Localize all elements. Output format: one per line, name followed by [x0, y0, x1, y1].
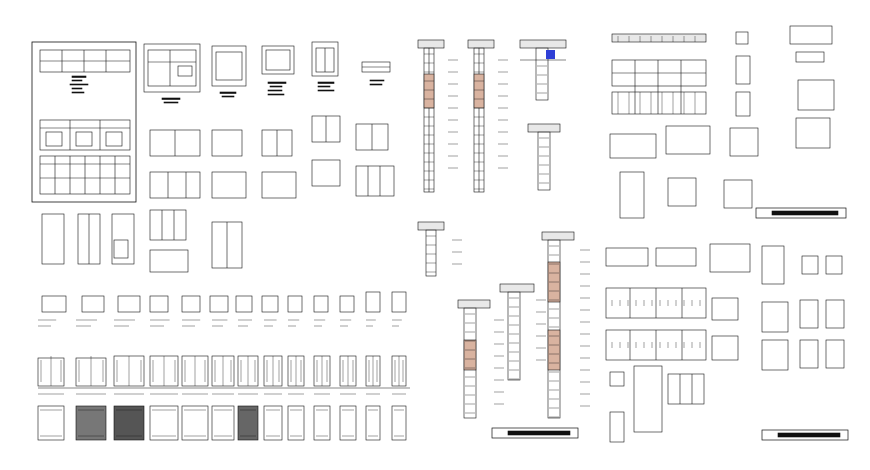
window-details-right-bottom [605, 243, 845, 443]
plan-drawings-top [41, 41, 395, 273]
title-blocks [491, 207, 849, 441]
door-schedule-bottom [37, 291, 410, 441]
door-detail-panel [31, 41, 137, 203]
detail-linework [38, 36, 701, 437]
window-details-right-top [609, 25, 835, 219]
wall-sections-center [417, 39, 575, 419]
